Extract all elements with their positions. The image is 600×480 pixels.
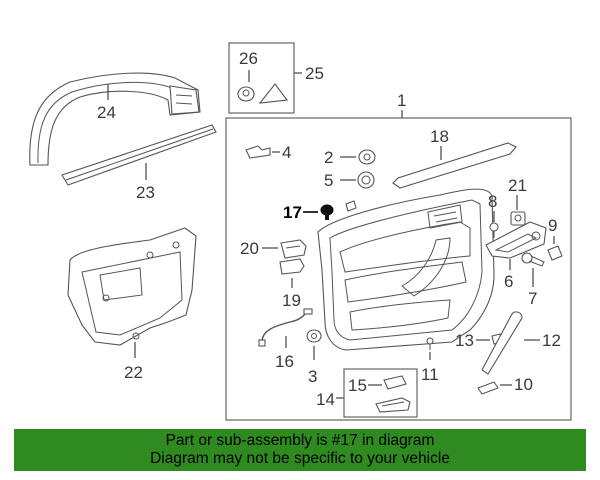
harness-16-part: [258, 308, 313, 347]
bracket-19-part: [279, 258, 305, 275]
callout-20: 20: [240, 239, 259, 258]
water-deflector-part: [67, 227, 197, 346]
module-20-part: [280, 239, 307, 259]
callout-19: 19: [282, 291, 301, 310]
trim-cap-part: [258, 83, 289, 104]
callout-26: 26: [239, 49, 258, 68]
callout-15: 15: [348, 376, 367, 395]
callout-18: 18: [430, 127, 449, 146]
clip-2-part: [358, 149, 376, 165]
push-pin-17-part: [320, 204, 334, 220]
part-group-box-25: [228, 42, 295, 114]
part-group-box-14: [343, 368, 418, 418]
upper-trim-18-part: [392, 142, 517, 189]
callout-23: 23: [136, 183, 155, 202]
clip-26-part: [237, 86, 255, 102]
trim-panel-box: [225, 117, 572, 421]
banner-line-part-number: Part or sub-assembly is #17 in diagram: [165, 432, 435, 449]
callout-17: 17: [283, 203, 302, 222]
screw-8-part: [489, 222, 499, 238]
housing-14-part: [375, 397, 411, 413]
callout-21: 21: [508, 176, 527, 195]
pull-handle-6-part: [485, 221, 547, 259]
callout-10: 10: [514, 375, 533, 394]
grommet-5-part: [357, 171, 375, 189]
molding-12-part: [481, 311, 523, 375]
weatherstrip-part: [29, 72, 201, 166]
callout-12: 12: [542, 331, 561, 350]
callout-16: 16: [275, 352, 294, 371]
bracket-4-part: [245, 145, 271, 159]
callout-4: 4: [282, 143, 291, 162]
pin-11-part: [426, 337, 434, 350]
plug-3-part: [306, 329, 322, 343]
lamp-10-part: [477, 381, 499, 395]
callout-3: 3: [308, 367, 317, 386]
callout-11: 11: [421, 365, 439, 384]
callout-22: 22: [124, 363, 143, 382]
callout-5: 5: [324, 171, 333, 190]
callout-24: 24: [97, 103, 116, 122]
door-trim-panel: [317, 188, 495, 351]
belt-molding-part: [61, 124, 217, 186]
callout-2: 2: [324, 148, 333, 167]
callout-25: 25: [305, 64, 324, 83]
callout-8: 8: [488, 192, 497, 211]
notice-banner: Part or sub-assembly is #17 in diagram D…: [14, 429, 586, 471]
switch-21-part: [510, 211, 526, 226]
reflector-15-part: [383, 375, 407, 390]
callout-9: 9: [548, 216, 557, 235]
callout-1: 1: [397, 91, 406, 110]
callout-14: 14: [316, 390, 335, 409]
banner-line-disclaimer: Diagram may not be specific to your vehi…: [150, 450, 450, 467]
callout-7: 7: [528, 289, 537, 308]
small-clip-part: [345, 200, 357, 212]
cap-9-part: [547, 245, 563, 261]
callout-6: 6: [504, 272, 513, 291]
callout-13: 13: [455, 331, 474, 350]
screw-7-part: [521, 252, 545, 267]
